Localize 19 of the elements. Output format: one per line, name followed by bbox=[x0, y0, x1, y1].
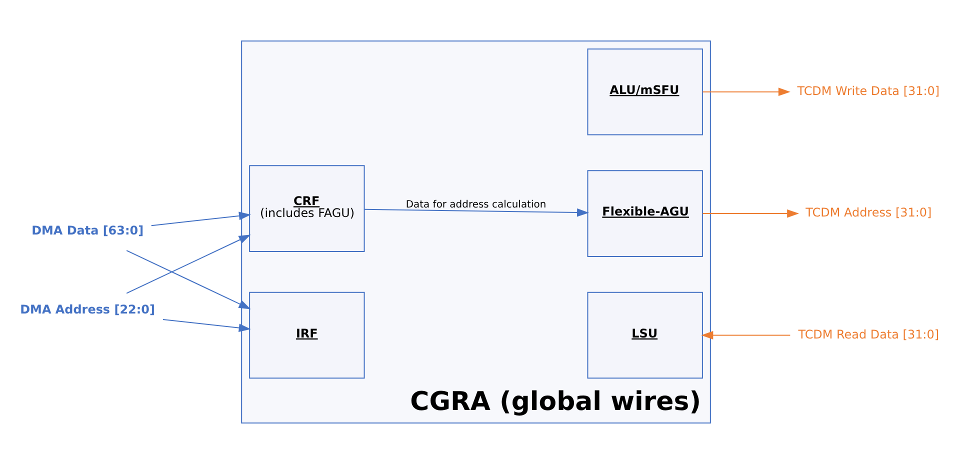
arrow bbox=[150, 211, 251, 226]
edge-label: Data for address calculation bbox=[406, 199, 546, 210]
node-text: TCDM Write Data [31:0] bbox=[797, 83, 940, 98]
arrow bbox=[364, 208, 589, 216]
arrow bbox=[126, 234, 251, 294]
arrow bbox=[702, 87, 790, 96]
node-text: DMA Data [63:0] bbox=[32, 223, 144, 238]
node-text: TCDM Address [31:0] bbox=[806, 205, 932, 220]
node-box: CRF (includes FAGU) bbox=[249, 164, 365, 252]
arrow bbox=[701, 330, 791, 339]
node-box: ALU/mSFU bbox=[587, 48, 703, 135]
arrow bbox=[702, 208, 800, 218]
node-text: TCDM Read Data [31:0] bbox=[798, 326, 940, 341]
arrow bbox=[126, 250, 251, 309]
arrow bbox=[162, 318, 251, 332]
node-text: DMA Address [22:0] bbox=[20, 302, 155, 316]
node-box: LSU bbox=[587, 291, 703, 378]
node-box: IRF bbox=[249, 291, 365, 378]
node-box: Flexible-AGU bbox=[587, 170, 703, 256]
